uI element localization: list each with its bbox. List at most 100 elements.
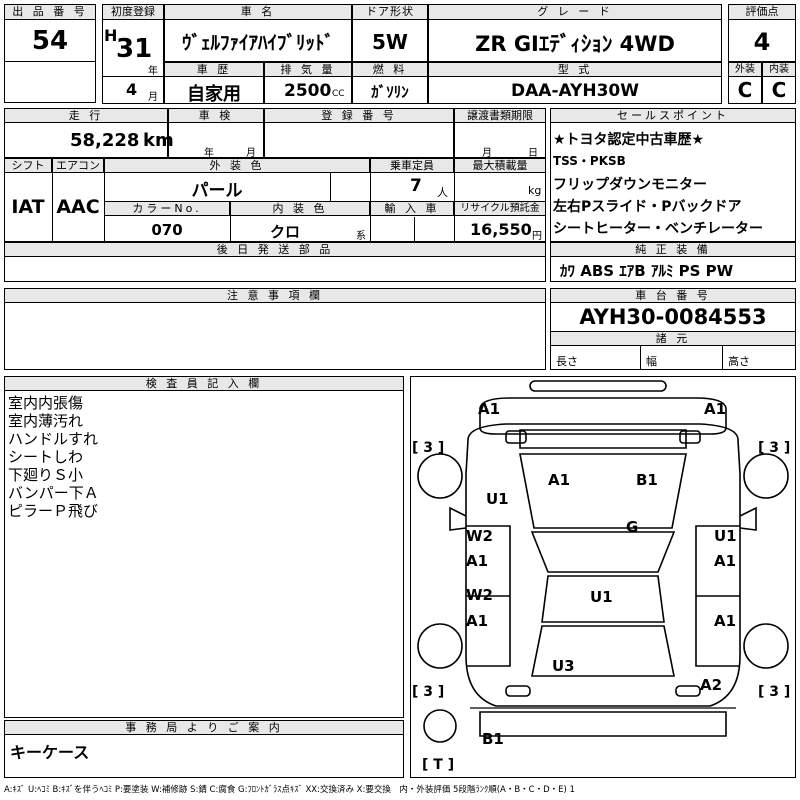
inspector-label: 検 査 員 記 入 欄 [4, 376, 404, 391]
mark-door-rl-1: W2 [466, 586, 493, 604]
interior-value: C [771, 78, 787, 102]
maxload-divider [454, 158, 455, 242]
specs-label: 諸 元 [550, 331, 796, 346]
spec-divider-2 [722, 346, 723, 370]
intcolor-value: クロ [269, 223, 300, 241]
color-inner-divider [330, 173, 331, 201]
capacity-divider [370, 158, 371, 242]
maxload-label: 最大積載量 [454, 158, 546, 173]
grade-label: グ レ ー ド [428, 4, 722, 20]
mark-fender-left: U1 [486, 490, 509, 508]
headlight-right [679, 430, 701, 444]
grille [519, 429, 687, 449]
type-value: DAA-AYH30W [511, 81, 639, 101]
mark-hood-right: B1 [636, 471, 658, 489]
score-label: 評価点 [728, 4, 796, 20]
height-label: 高さ [728, 355, 750, 368]
rear-light-right [675, 685, 701, 697]
lot-number-value: 54 [31, 26, 69, 56]
year-unit: 年 [148, 66, 158, 77]
roof [541, 575, 665, 623]
car-diagram-box [410, 376, 796, 778]
grade-value: ZR GIｴﾃﾞｨｼｮﾝ 4WD [475, 32, 675, 56]
sales-point-5: シートヒーター・ベンチレーター [553, 221, 763, 237]
month-unit: 月 [148, 92, 158, 103]
remark-1: 室内内張傷 [8, 394, 84, 412]
hood [519, 453, 687, 529]
inspector-remarks: 室内内張傷 室内薄汚れ ハンドルすれ シートしわ 下廻りＳ小 バンパー下Ａ ピラ… [8, 394, 99, 520]
capacity-unit: 人 [437, 186, 448, 199]
sales-point-2: TSS・PKSB [553, 154, 626, 168]
sales-point-1: ★トヨタ認定中古車歴★ [553, 132, 705, 148]
mark-roof: U1 [590, 588, 613, 606]
doors-value: 5W [372, 30, 408, 54]
ac-divider [104, 158, 105, 242]
capacity-inner-divider [414, 217, 415, 242]
intcolor-label: 内 装 色 [230, 201, 370, 216]
interior-label: 内装 [762, 62, 796, 77]
capacity-label: 乗車定員 [370, 158, 454, 173]
office-value: キーケース [10, 743, 90, 762]
inspection-label: 車 検 [168, 108, 264, 123]
lot-blank-box [4, 61, 96, 103]
mark-tire-rl: [ 3 ] [412, 684, 445, 700]
mark-door-fl-1: W2 [466, 527, 493, 545]
legend-text: A:ｷｽﾞ U:ﾍｺﾐ B:ｷｽﾞを伴うﾍｺﾐ P:要塗装 W:補修跡 S:錆 … [4, 785, 575, 795]
remark-7: ピラーＰ飛び [8, 502, 99, 520]
first-registration-label: 初度登録 [102, 4, 164, 20]
remark-5: 下廻りＳ小 [8, 466, 84, 484]
mark-door-rr: A1 [714, 612, 737, 630]
model-value: ｳﾞｪﾙﾌｧｲｱﾊｲﾌﾞﾘｯﾄﾞ [181, 32, 334, 54]
remark-6: バンパー下Ａ [8, 484, 99, 502]
sales-points-label: セールスポイント [550, 108, 796, 123]
ac-value: AAC [56, 196, 100, 218]
wheel-fr [743, 453, 789, 499]
mileage-value: 58,228 [70, 130, 140, 151]
remark-3: ハンドルすれ [8, 430, 99, 448]
exterior-value: C [737, 78, 753, 102]
first-reg-divider [102, 76, 164, 77]
recycle-value: 16,550 [470, 220, 532, 239]
office-label: 事 務 局 よ り ご 案 内 [4, 720, 404, 735]
length-label: 長さ [556, 355, 578, 368]
wheel-rr [743, 623, 789, 669]
spare-tire [423, 709, 457, 743]
mark-rear-right: A2 [700, 676, 723, 694]
sales-point-3: フリップダウンモニター [553, 177, 707, 193]
mileage-unit: km [143, 130, 174, 151]
capacity-value: 7 [410, 176, 422, 196]
chassis-value: AYH30-0084553 [579, 305, 767, 329]
exterior-label: 外装 [728, 62, 762, 77]
year-value: 31 [116, 34, 153, 64]
mark-tire-fl: [ 3 ] [412, 440, 445, 456]
mark-hood-left: A1 [548, 471, 571, 489]
mark-spare: [ T ] [422, 757, 455, 773]
genuine-equipment-value: ｶﾜ ABS ｴｱB ｱﾙﾐ PS PW [560, 262, 734, 280]
mark-door-rl-2: A1 [466, 612, 489, 630]
shift-divider [52, 158, 53, 242]
rear-light-left [505, 685, 531, 697]
model-label: 車 名 [164, 4, 352, 20]
mileage-label: 走 行 [4, 108, 168, 123]
intcolor-unit: 系 [356, 231, 366, 242]
mirror-left [449, 506, 467, 531]
history-value: 自家用 [187, 84, 241, 105]
doors-label: ドア形状 [352, 4, 428, 20]
displacement-value: 2500 [284, 81, 332, 101]
headlight-left [505, 430, 527, 444]
transfer-label: 譲渡書類期限 [454, 108, 546, 123]
chassis-label: 車 台 番 号 [550, 288, 796, 303]
displacement-label: 排 気 量 [264, 62, 352, 77]
history-label: 車 歴 [164, 62, 264, 77]
rear-bumper [479, 711, 727, 737]
car-body-outline [465, 423, 741, 707]
wheel-rl [417, 623, 463, 669]
mark-front-right: A1 [704, 400, 727, 418]
mark-windshield: G [626, 518, 639, 536]
color-label: 外 装 色 [104, 158, 370, 173]
remark-4: シートしわ [8, 448, 84, 466]
era-value: H [104, 26, 118, 45]
car-diagram-svg [417, 380, 789, 743]
fuel-value: ｶﾞｿﾘﾝ [371, 83, 409, 101]
mirror-right [739, 506, 757, 531]
